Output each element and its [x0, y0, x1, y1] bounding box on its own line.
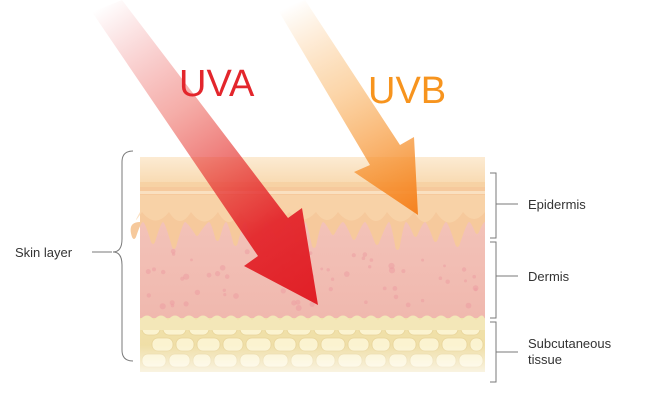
dermis-dot [472, 274, 477, 279]
dermis-dot [223, 293, 227, 297]
dermis-dot [401, 269, 406, 274]
dermis-dot [361, 256, 366, 261]
dermis-dot [152, 267, 156, 272]
dermis-dot [420, 298, 425, 303]
dermis-dot [388, 267, 396, 274]
dermis-dot [362, 252, 368, 257]
dermis-dot [421, 258, 425, 262]
dermis-dot [233, 293, 239, 299]
dermis-dot [351, 253, 356, 258]
dermis-dot [194, 289, 201, 296]
dermis-dot [146, 293, 151, 298]
uvb-arrow [278, 0, 418, 215]
uva-label: UVA [179, 63, 255, 105]
dermis-dot [474, 287, 478, 292]
dermis-dot [295, 305, 302, 311]
dermis-dot [320, 267, 324, 271]
dermis-dot [183, 273, 190, 280]
dermis-dot [443, 264, 446, 268]
uvb-ray [278, 0, 418, 215]
dermis-dot [393, 294, 399, 300]
dermis-dot [369, 258, 374, 262]
dermis-dot [222, 288, 226, 292]
dermis-bracket [490, 241, 518, 319]
dermis-dot [364, 300, 368, 305]
skin-layer-label: Skin layer [15, 245, 73, 260]
dermis-dot [145, 269, 151, 275]
dermis-bottom-edge [140, 315, 485, 330]
subcutaneous-bracket [490, 321, 518, 383]
dermis-dot [368, 265, 372, 269]
skin-layer-brace [112, 150, 134, 362]
uva-arrow [92, 0, 318, 305]
dermis-dot [405, 302, 411, 308]
dermis-dot [309, 301, 315, 307]
dermis-dot [326, 268, 330, 272]
dermis-dot [224, 274, 230, 279]
dermis-dot [392, 286, 398, 291]
dermis-dot [183, 301, 189, 307]
dermis-dot [461, 267, 467, 272]
dermis-dot [291, 300, 297, 306]
dermis-dot [219, 265, 226, 271]
subcutaneous-label-line1: Subcutaneous [528, 336, 612, 351]
dermis-dot [171, 252, 176, 256]
epidermis-bracket [490, 172, 518, 239]
dermis-dot [159, 303, 166, 310]
uva-ray [92, 0, 318, 305]
dermis-dot [445, 279, 450, 284]
dermis-dot [170, 303, 175, 308]
dermis-dot [206, 272, 212, 278]
dermis-dot [170, 248, 176, 254]
stratum-band [140, 182, 485, 187]
dermis-dot [161, 269, 166, 275]
epidermis-label: Epidermis [528, 197, 586, 212]
subcutaneous-label-line2: tissue [528, 352, 562, 367]
dermis-dot [328, 287, 333, 292]
dermis-dot [295, 299, 301, 305]
dermis-dot [438, 276, 443, 281]
dermis-label: Dermis [528, 269, 570, 284]
dermis-dot [190, 258, 193, 262]
dermis-dot [169, 300, 175, 306]
dermis-dot [330, 277, 335, 281]
dermis-dot [215, 271, 221, 277]
dermis-dot [465, 302, 472, 309]
dermis-dot [344, 271, 350, 277]
dermis-dot [180, 276, 185, 281]
stratum-line [140, 191, 485, 194]
dermis-dot [464, 279, 467, 283]
dermis-dot [280, 288, 286, 294]
dermis-dot [382, 286, 387, 291]
bottom-fade [135, 345, 490, 385]
dermis-dot [244, 249, 250, 255]
uvb-label: UVB [368, 70, 446, 112]
